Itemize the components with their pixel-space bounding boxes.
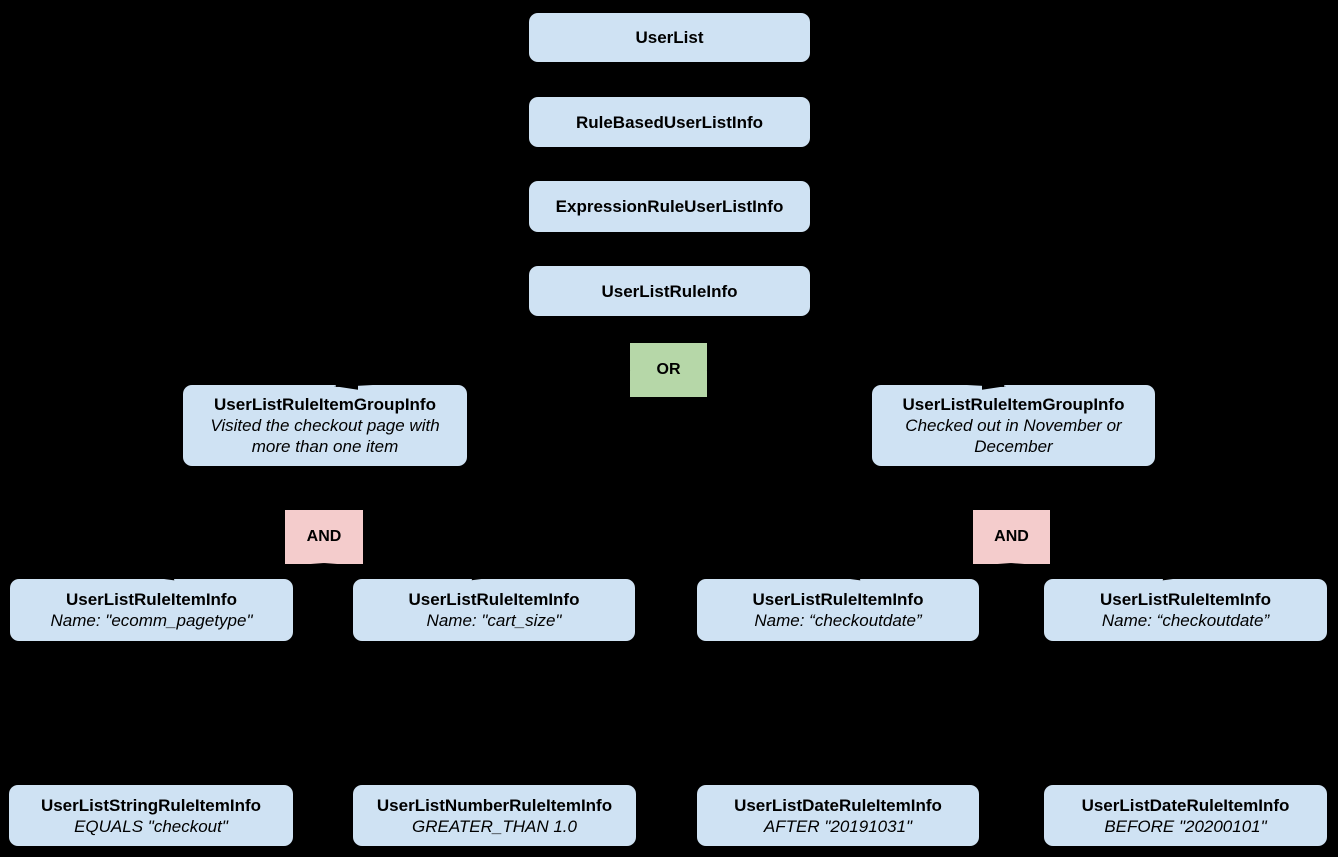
node-ruleitem-cart-size-note: Name: "cart_size": [426, 611, 562, 630]
node-rulebaseduserlistinfo-label: RuleBasedUserListInfo: [575, 112, 764, 132]
node-dateruleitem-after: UserListDateRuleItemInfo AFTER "20191031…: [697, 785, 979, 846]
node-group-right-note: Checked out in November or December: [905, 416, 1122, 456]
node-userlist: UserList: [529, 13, 810, 62]
operator-and-right: AND: [973, 510, 1050, 564]
node-group-left: UserListRuleItemGroupInfo Visited the ch…: [183, 385, 467, 466]
node-numberruleitem: UserListNumberRuleItemInfo GREATER_THAN …: [353, 785, 636, 846]
connector-line: [334, 369, 631, 390]
node-ruleitem-ecomm-pagetype-note: Name: "ecomm_pagetype": [50, 611, 253, 630]
node-dateruleitem-before-label: UserListDateRuleItemInfo: [1081, 795, 1290, 815]
connector-line: [1010, 563, 1187, 581]
connector-line: [706, 369, 1006, 390]
node-dateruleitem-before-note: BEFORE "20200101": [1104, 816, 1267, 836]
node-group-left-label: UserListRuleItemGroupInfo: [214, 395, 436, 414]
node-ruleitem-checkoutdate-1-note: Name: “checkoutdate”: [754, 611, 922, 630]
node-numberruleitem-note: GREATER_THAN 1.0: [411, 816, 577, 836]
node-ruleitem-ecomm-pagetype: UserListRuleItemInfo Name: "ecomm_pagety…: [10, 579, 293, 641]
node-ruleitem-checkoutdate-2-label: UserListRuleItemInfo: [1100, 590, 1271, 609]
node-ruleitem-cart-size-label: UserListRuleItemInfo: [408, 590, 580, 609]
node-group-left-note: Visited the checkout page with more than…: [210, 416, 440, 456]
operator-or-label: OR: [656, 361, 681, 378]
node-expressionruleuserlistinfo-label: ExpressionRuleUserListInfo: [555, 197, 784, 216]
node-ruleitem-checkoutdate-1: UserListRuleItemInfo Name: “checkoutdate…: [697, 579, 979, 641]
node-dateruleitem-after-note: AFTER "20191031": [763, 816, 913, 836]
node-ruleitem-checkoutdate-1-label: UserListRuleItemInfo: [752, 590, 924, 609]
node-ruleitem-checkoutdate-2-note: Name: “checkoutdate”: [1101, 611, 1270, 630]
connector-line: [1007, 465, 1018, 510]
connector-line: [836, 563, 1012, 581]
node-expressionruleuserlistinfo: ExpressionRuleUserListInfo: [529, 181, 810, 232]
node-stringruleitem-note: EQUALS "checkout": [74, 816, 228, 836]
node-dateruleitem-after-label: UserListDateRuleItemInfo: [734, 795, 942, 815]
node-dateruleitem-before: UserListDateRuleItemInfo BEFORE "2020010…: [1044, 785, 1327, 846]
connector-line: [323, 563, 496, 581]
node-group-right-label: UserListRuleItemGroupInfo: [902, 395, 1125, 414]
operator-and-left: AND: [285, 510, 363, 564]
node-stringruleitem: UserListStringRuleItemInfo EQUALS "check…: [9, 785, 293, 846]
node-userlist-label: UserList: [635, 28, 704, 47]
node-stringruleitem-label: UserListStringRuleItemInfo: [40, 795, 262, 815]
node-group-right: UserListRuleItemGroupInfo Checked out in…: [872, 385, 1155, 466]
node-numberruleitem-label: UserListNumberRuleItemInfo: [376, 795, 613, 815]
node-userlistruleinfo: UserListRuleInfo: [529, 266, 810, 316]
connector-line: [150, 563, 325, 581]
node-ruleitem-ecomm-pagetype-label: UserListRuleItemInfo: [66, 590, 237, 609]
node-userlistruleinfo-label: UserListRuleInfo: [601, 281, 738, 301]
node-rulebaseduserlistinfo: RuleBasedUserListInfo: [529, 97, 810, 147]
operator-and-right-label: AND: [994, 528, 1029, 545]
operator-and-left-label: AND: [306, 528, 342, 545]
operator-or: OR: [630, 343, 707, 397]
node-ruleitem-checkoutdate-2: UserListRuleItemInfo Name: “checkoutdate…: [1044, 579, 1327, 641]
node-ruleitem-cart-size: UserListRuleItemInfo Name: "cart_size": [353, 579, 635, 641]
